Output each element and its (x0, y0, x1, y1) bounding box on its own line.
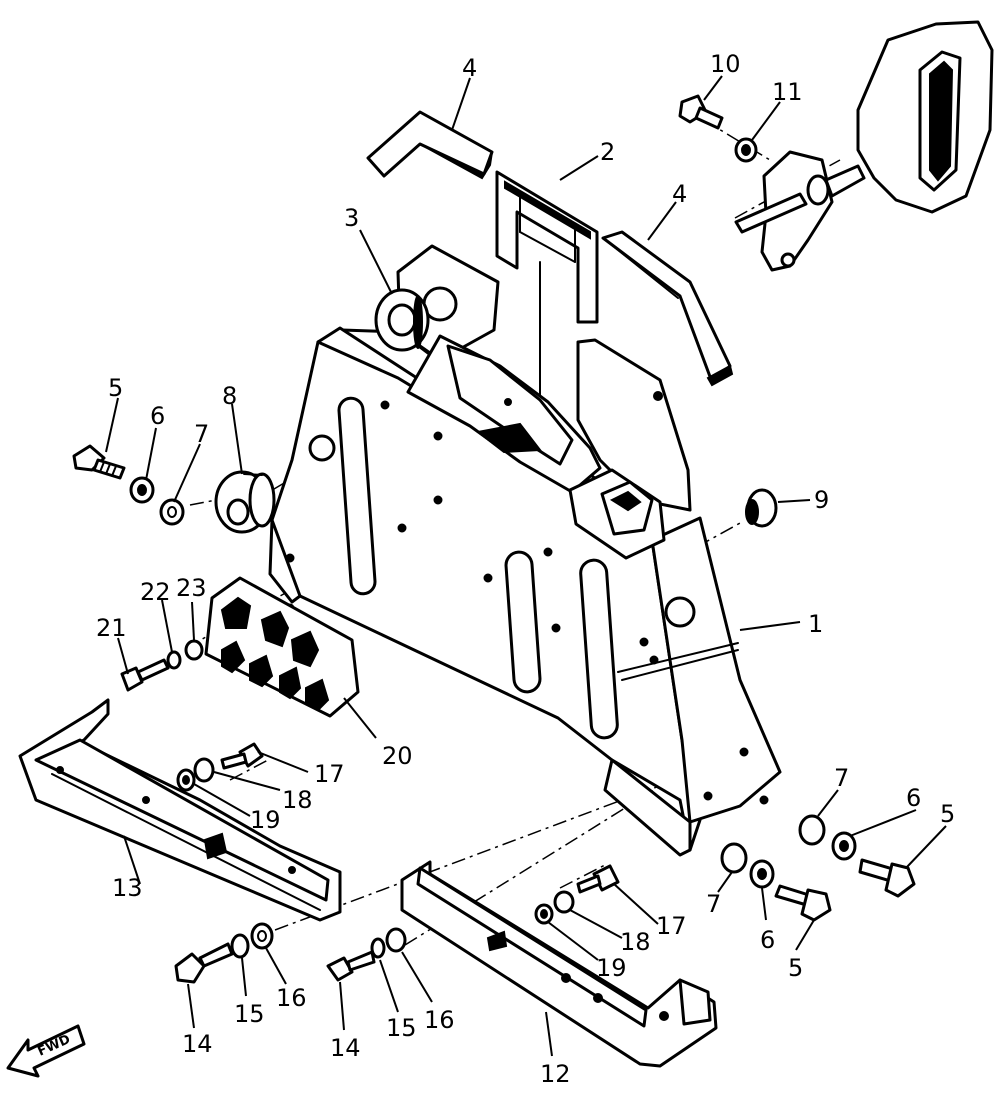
washer-16-left (250, 922, 274, 950)
nut-23 (184, 639, 204, 661)
nut-19-left (176, 768, 196, 792)
callout-16-left: 16 (276, 984, 307, 1012)
callout-15-left: 15 (234, 1000, 265, 1028)
bolt-14-right (326, 950, 376, 982)
bolt-17-left (220, 742, 264, 770)
callout-9: 9 (814, 486, 829, 514)
bolt-17-right (576, 864, 620, 894)
callout-4-left: 4 (462, 54, 477, 82)
callout-5-upper-left: 5 (108, 374, 123, 402)
callout-16-right: 16 (424, 1006, 455, 1034)
fwd-arrow-icon: FWD (6, 1024, 86, 1078)
callout-6-right-upper: 6 (906, 784, 921, 812)
callout-14-left: 14 (182, 1030, 213, 1058)
callout-15-right: 15 (386, 1014, 417, 1042)
screw-21 (120, 658, 170, 692)
bolt-10 (678, 94, 724, 130)
washer-15-right (370, 937, 386, 959)
part-9-bushing (745, 488, 778, 528)
bolt-14-left (174, 942, 234, 984)
callout-17-right: 17 (656, 912, 687, 940)
part-20-cover (204, 576, 360, 718)
part-2-plate (495, 170, 599, 431)
callout-5-right-upper: 5 (940, 800, 955, 828)
callout-10: 10 (710, 50, 741, 78)
callout-12: 12 (540, 1060, 571, 1088)
washer-15-left (230, 933, 250, 959)
washer-7-right-lower (720, 842, 748, 874)
washer-7-upper-left (159, 498, 185, 526)
washer-6-right-lower (749, 859, 775, 889)
callout-1: 1 (808, 610, 823, 638)
washer-11 (734, 137, 758, 163)
part-12-right-rail (400, 860, 718, 1068)
callout-8: 8 (222, 382, 237, 410)
washer-7-right-upper (798, 814, 826, 846)
callout-4-right: 4 (672, 180, 687, 208)
part-3-bushing (374, 288, 430, 352)
callout-17-left: 17 (314, 760, 345, 788)
callout-19-right: 19 (596, 954, 627, 982)
callout-13: 13 (112, 874, 143, 902)
washer-18-right (553, 890, 575, 914)
callout-22: 22 (140, 578, 171, 606)
callout-6-right-lower: 6 (760, 926, 775, 954)
part-4-left-bar (366, 110, 494, 180)
callout-7-upper-left: 7 (194, 420, 209, 448)
handle-assembly (734, 20, 994, 272)
nut-19-right (534, 903, 554, 925)
callout-3: 3 (344, 204, 359, 232)
callout-14-right: 14 (330, 1034, 361, 1062)
callout-19-left: 19 (250, 806, 281, 834)
callout-7-right-upper: 7 (834, 764, 849, 792)
part-13-left-rail (18, 698, 342, 922)
callout-23: 23 (176, 574, 207, 602)
callout-7-right-lower: 7 (706, 890, 721, 918)
callout-2: 2 (600, 138, 615, 166)
part-4-right-bar (601, 230, 734, 387)
callout-18-left: 18 (282, 786, 313, 814)
callout-18-right: 18 (620, 928, 651, 956)
washer-16-right (385, 927, 407, 953)
callout-labels: 1 2 3 4 4 5 6 7 8 9 10 11 21 22 23 20 17… (96, 50, 955, 1088)
bolt-5-right-upper (858, 858, 916, 898)
bolt-5-upper-left (72, 444, 126, 480)
callout-11: 11 (772, 78, 803, 106)
washer-18-left (193, 757, 215, 783)
washer-22 (166, 650, 182, 670)
bolt-5-right-lower (774, 884, 832, 922)
callout-6-upper-left: 6 (150, 402, 165, 430)
callout-21: 21 (96, 614, 127, 642)
callout-5-right-lower: 5 (788, 954, 803, 982)
callout-20: 20 (382, 742, 413, 770)
washer-6-right-upper (831, 831, 857, 861)
washer-6-upper-left (129, 476, 155, 504)
leader-lines (105, 75, 947, 1057)
part-8-bushing (214, 470, 276, 534)
